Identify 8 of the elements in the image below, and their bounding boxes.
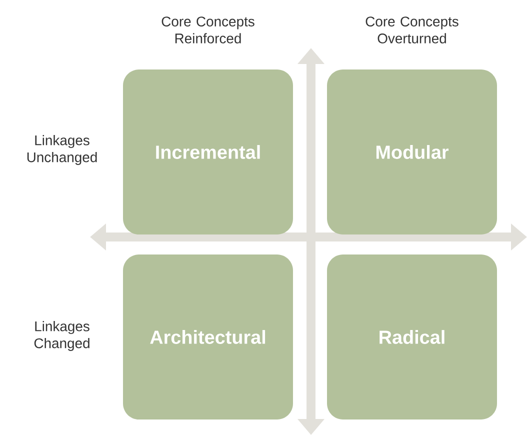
axis-label: Linkages Changed <box>34 321 90 351</box>
quadrant-box: Architectural <box>123 254 293 420</box>
quadrant-box: Radical <box>327 254 497 420</box>
quadrant-box: Incremental <box>123 70 293 234</box>
axis-label: Linkages Unchanged <box>27 135 97 165</box>
quadrant-box: Modular <box>327 70 497 234</box>
axis-label: Core Concepts Overturned <box>366 16 458 44</box>
axis-label: Core Concepts Reinforced <box>162 16 254 44</box>
